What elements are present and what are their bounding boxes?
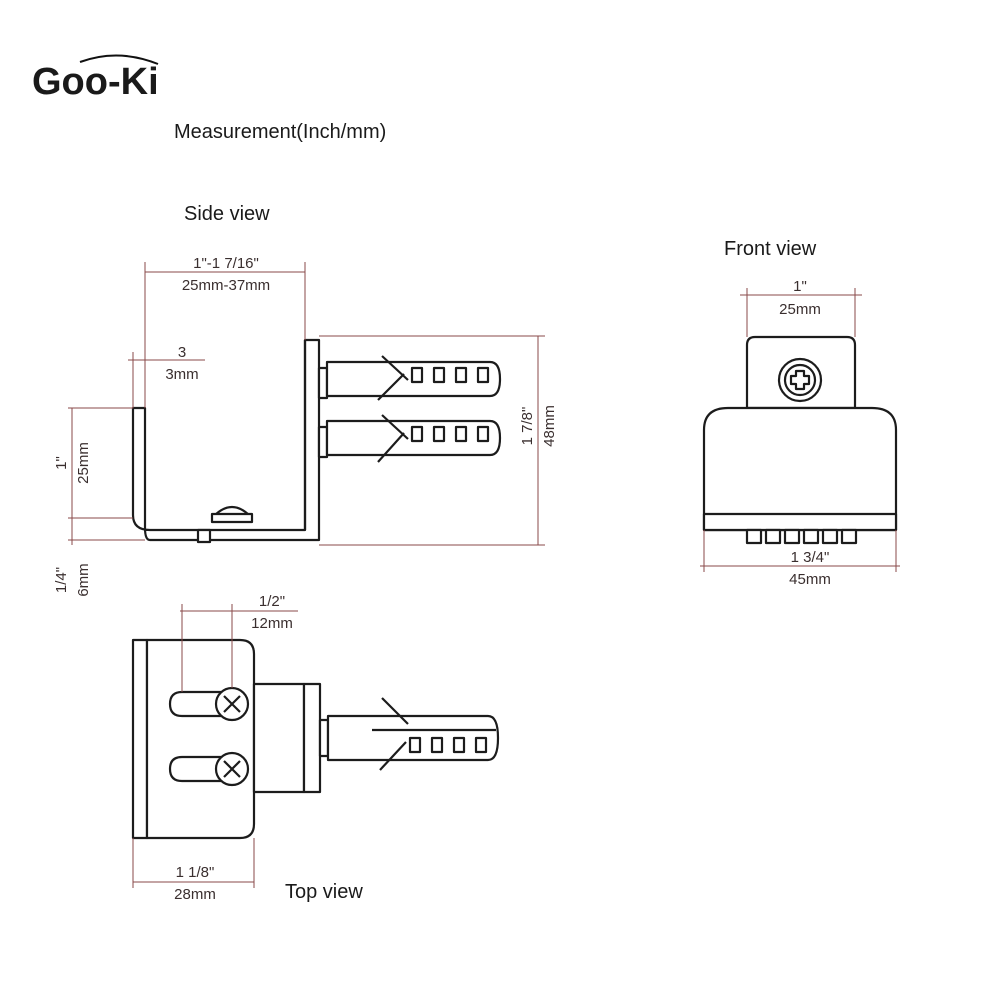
front-dimension-lines: [700, 288, 900, 572]
front-anchor-teeth: [745, 528, 858, 545]
side-wall-anchor-top: [317, 355, 502, 401]
front-view: Front view 1" 25mm 1 3/4" 45: [700, 238, 900, 588]
side-thickness-label: 3: [178, 344, 186, 361]
top-view: Top view: [131, 593, 500, 903]
side-wall-anchor-bottom: [317, 414, 502, 463]
side-dimension-lines: [68, 262, 545, 546]
top-block-flange: [302, 682, 322, 794]
side-thickness-mm-label: 3mm: [165, 366, 198, 383]
top-view-title: Top view: [285, 881, 363, 903]
top-screw-lower: [214, 751, 250, 787]
front-width-mm-label: 45mm: [789, 571, 831, 588]
side-base-inch-label: 1/4": [53, 567, 70, 593]
front-body: [702, 406, 898, 532]
top-plate: [145, 638, 256, 840]
side-height-mm-label: 48mm: [541, 405, 558, 447]
top-plate-edge: [131, 638, 149, 840]
brand-logo: Goo-Ki: [32, 54, 159, 103]
front-width-inch-label: 1 3/4": [791, 549, 830, 566]
side-view-title: Side view: [184, 203, 270, 225]
side-lip-mm-label: 25mm: [75, 442, 92, 484]
logo-swoosh: [79, 54, 159, 65]
side-width-mm-label: 25mm-37mm: [182, 277, 270, 294]
side-foot-tab: [196, 528, 212, 544]
front-top-mm-label: 25mm: [779, 301, 821, 318]
side-height-inch-label: 1 7/8": [519, 407, 536, 446]
front-view-title: Front view: [724, 238, 817, 260]
top-slot-inch-label: 1/2": [259, 593, 285, 610]
top-dimension-lines: [132, 604, 298, 888]
side-base-mm-label: 6mm: [75, 563, 92, 596]
top-slot-mm-label: 12mm: [251, 615, 293, 632]
side-bracket: [131, 338, 321, 542]
side-width-inch-label: 1"-1 7/16": [193, 255, 259, 272]
top-width-inch-label: 1 1/8": [176, 864, 215, 881]
front-top-inch-label: 1": [793, 278, 807, 295]
measurement-heading: Measurement(Inch/mm): [174, 121, 386, 143]
front-base-plate: [702, 512, 898, 532]
side-view: Side view: [53, 203, 558, 597]
logo-text: Goo-Ki: [32, 61, 159, 103]
top-block: [252, 682, 306, 794]
top-wall-anchor: [318, 697, 500, 771]
side-lip-inch-label: 1": [53, 456, 70, 470]
top-screw-upper: [214, 686, 250, 722]
top-width-mm-label: 28mm: [174, 886, 216, 903]
